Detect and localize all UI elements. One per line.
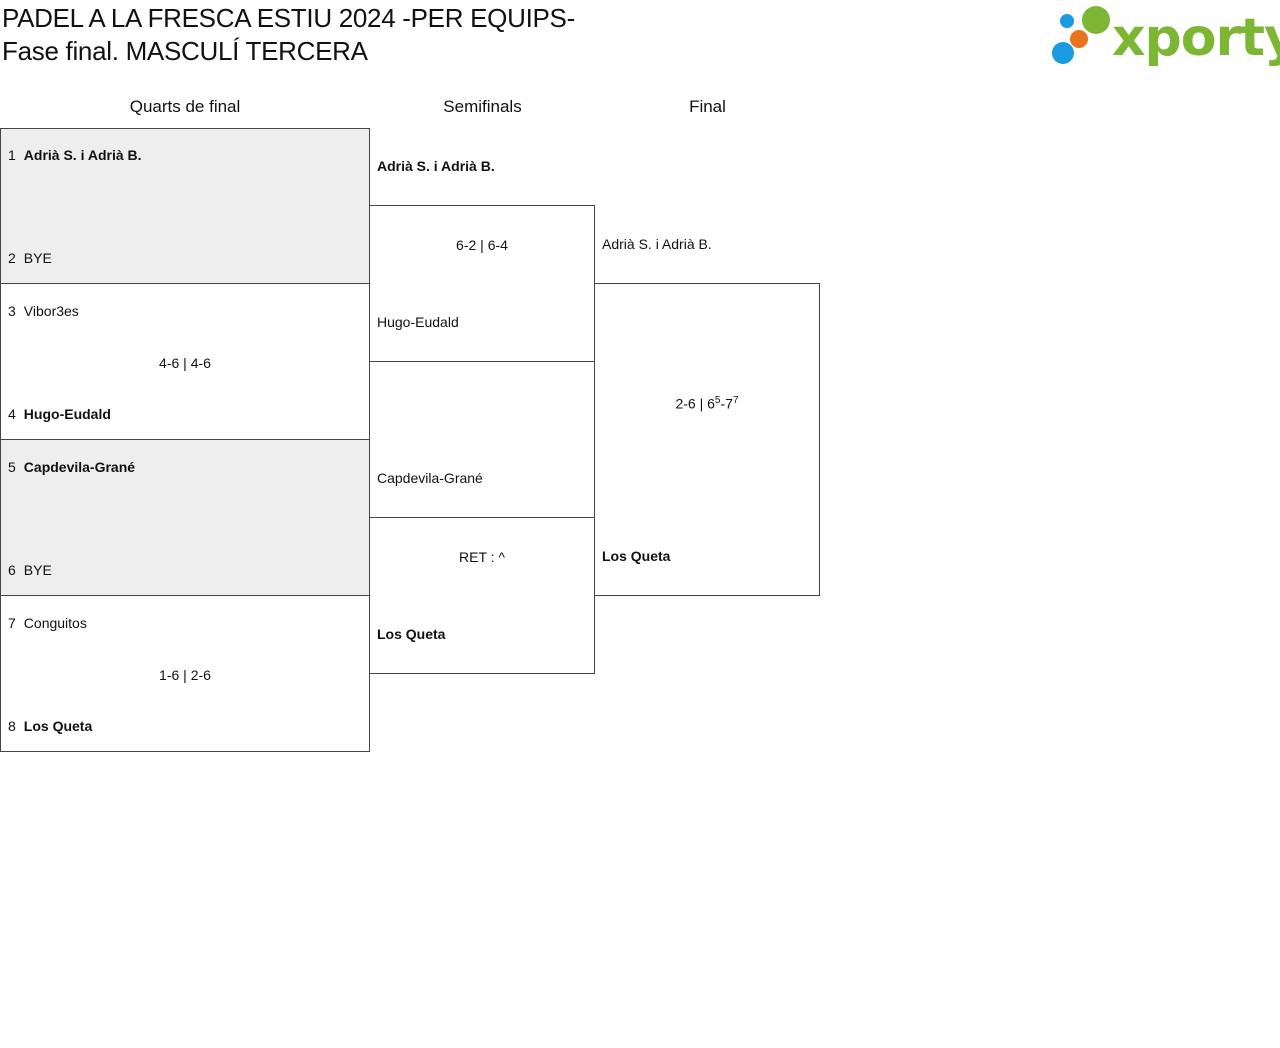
semifinal-2-bottom-team: Los Queta [377,626,446,642]
quarterfinal-match-1[interactable]: 1 Adrià S. i Adrià B. 2 BYE [0,128,370,284]
semifinal-1-bottom-team: Hugo-Eudald [377,314,459,330]
title-line-2: Fase final. MASCULÍ TERCERA [2,36,368,66]
seed-number: 5 [8,459,16,475]
match-score: RET : ^ [459,549,505,565]
team-slot: 8 Los Queta [8,717,92,735]
match-score: 1-6 | 2-6 [159,667,211,683]
team-slot: 4 Hugo-Eudald [8,405,111,423]
logo-dot-green-icon [1082,6,1110,34]
team-slot: 6 BYE [8,561,52,579]
page-title: PADEL A LA FRESCA ESTIU 2024 -PER EQUIPS… [2,2,575,68]
seed-number: 1 [8,147,16,163]
match-score: 4-6 | 4-6 [159,355,211,371]
team-slot: 2 BYE [8,249,52,267]
logo-dot-blue-large-icon [1052,42,1074,64]
quarterfinal-match-4[interactable]: 7 Conguitos 1-6 | 2-6 8 Los Queta [0,595,370,752]
match-score: 6-2 | 6-4 [456,237,508,253]
team-name: Vibor3es [23,303,79,319]
team-slot: 7 Conguitos [8,614,87,632]
xporty-logo[interactable]: xporty [1050,4,1280,68]
team-name: Conguitos [23,615,87,631]
seed-number: 3 [8,303,16,319]
title-line-1: PADEL A LA FRESCA ESTIU 2024 -PER EQUIPS… [2,3,575,33]
final-score-tiebreak-1: 5 [714,395,721,406]
seed-number: 6 [8,562,16,578]
team-slot: 5 Capdevila-Grané [8,458,135,476]
team-name: BYE [23,250,52,266]
final-match[interactable]: 2-6 | 65-77 Los Queta [594,283,820,596]
team-name: Los Queta [23,718,93,734]
logo-text: xporty [1112,8,1280,68]
seed-number: 7 [8,615,16,631]
semifinal-match-2[interactable]: RET : ^ Los Queta [369,517,595,674]
team-slot: 1 Adrià S. i Adrià B. [8,146,142,164]
final-bottom-team: Los Queta [602,548,671,564]
round-header-final: Final [689,97,726,116]
final-score: 2-6 | 65-77 [595,392,819,413]
team-name: Adrià S. i Adrià B. [23,147,142,163]
seed-number: 4 [8,406,16,422]
round-header-quarters: Quarts de final [129,97,241,116]
quarterfinal-match-2[interactable]: 3 Vibor3es 4-6 | 4-6 4 Hugo-Eudald [0,283,370,440]
round-header-semis: Semifinals [443,97,522,116]
seed-number: 2 [8,250,16,266]
final-score-tiebreak-2: 7 [732,395,739,406]
team-name: Hugo-Eudald [23,406,111,422]
logo-dot-blue-small-icon [1060,14,1074,28]
semifinal-match-1[interactable]: 6-2 | 6-4 Hugo-Eudald [369,205,595,362]
logo-dot-orange-icon [1070,30,1088,48]
team-slot: 3 Vibor3es [8,302,79,320]
team-name: Capdevila-Grané [23,459,136,475]
team-name: BYE [23,562,52,578]
final-score-part: 2-6 | 6 [675,395,715,412]
final-top-team: Adrià S. i Adrià B. [602,236,712,252]
quarterfinal-match-3[interactable]: 5 Capdevila-Grané 6 BYE [0,439,370,596]
semifinal-2-top-team: Capdevila-Grané [377,470,483,486]
seed-number: 8 [8,718,16,734]
semifinal-1-top-team: Adrià S. i Adrià B. [377,158,495,174]
final-score-part: -7 [720,395,733,412]
